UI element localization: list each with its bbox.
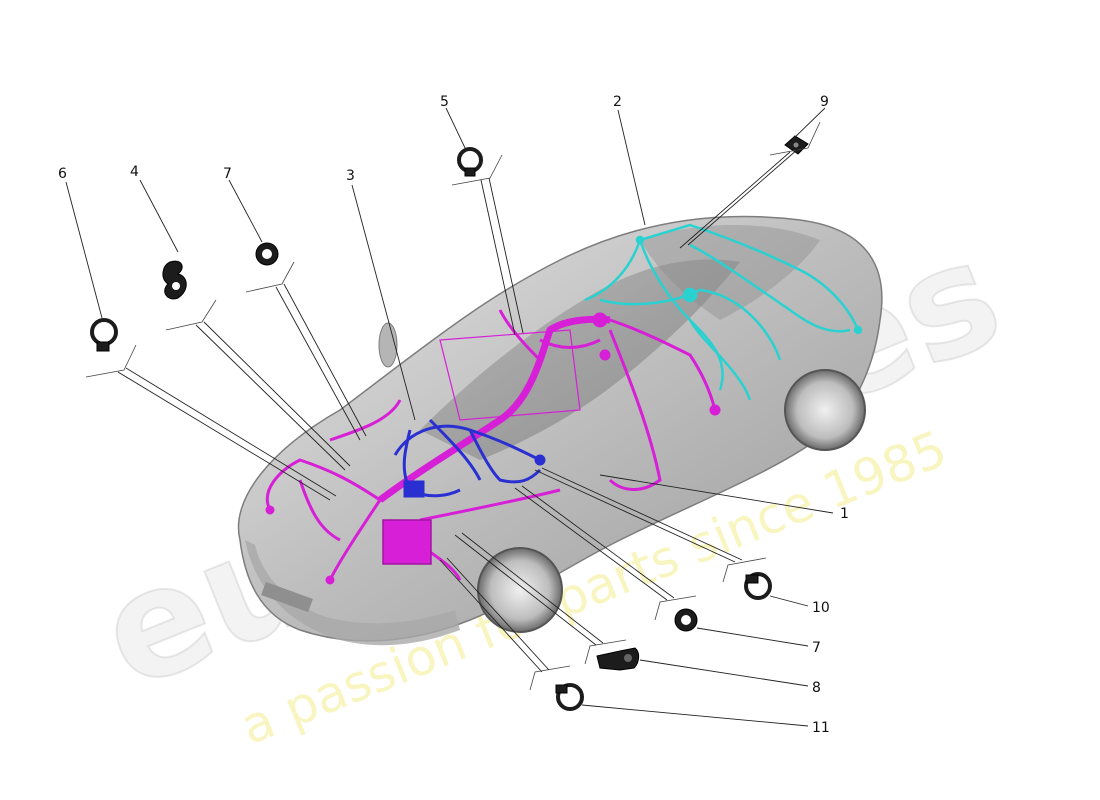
cable-clip-icon	[556, 683, 584, 711]
bracket-clip-icon	[596, 647, 640, 671]
car-illustration	[237, 215, 883, 646]
callout-labels: 1 2 3 4 5 6 7 7 8 9 10 11	[58, 94, 849, 736]
callout-9: 9	[820, 94, 829, 110]
cable-clip-icon	[90, 318, 118, 346]
callout-2: 2	[613, 94, 622, 110]
part-11-clip	[555, 683, 584, 711]
callout-7-upper: 7	[223, 166, 232, 182]
cable-clip-icon	[744, 572, 772, 600]
harness-2-rear	[584, 223, 863, 401]
callout-5: 5	[440, 94, 449, 110]
harness-3-engine-bay	[393, 418, 546, 498]
rear-wheel	[784, 369, 866, 451]
car-number-plate	[261, 581, 313, 613]
part-7-clip-upper	[255, 242, 279, 266]
callout-6: 6	[58, 166, 67, 182]
double-clip-icon	[162, 260, 187, 300]
callout-10: 10	[812, 600, 830, 616]
harness-1-main	[265, 309, 721, 585]
front-wheel	[477, 547, 563, 633]
callout-4: 4	[130, 164, 139, 180]
part-10-clip	[744, 572, 772, 600]
part-4-clip	[162, 260, 187, 300]
part-5-clip	[457, 147, 483, 177]
part-6-clip	[90, 318, 118, 352]
car-rear-glass	[640, 225, 820, 320]
side-mirror	[378, 322, 398, 368]
car-front-bumper	[245, 540, 460, 646]
part-8-clip	[596, 647, 640, 671]
leader-lines	[65, 107, 834, 727]
callout-11: 11	[812, 720, 830, 736]
callout-8: 8	[812, 680, 821, 696]
part-7-clip-lower	[674, 608, 698, 632]
car-roof-glass	[420, 259, 740, 460]
callout-3: 3	[346, 168, 355, 184]
callout-7-lower: 7	[812, 640, 821, 656]
callout-1: 1	[840, 506, 849, 522]
